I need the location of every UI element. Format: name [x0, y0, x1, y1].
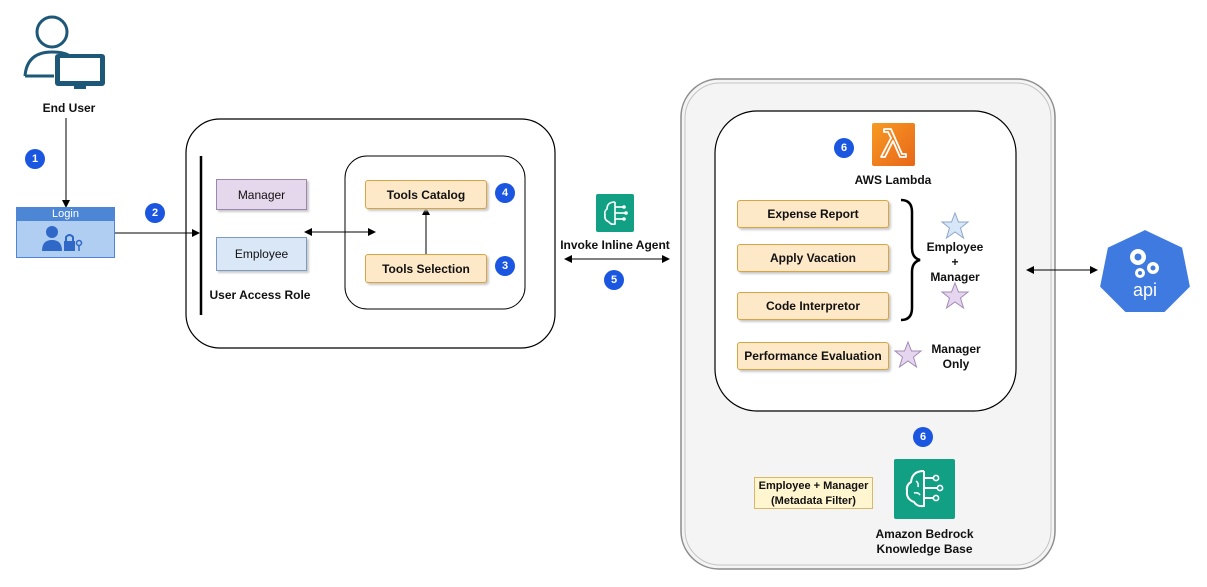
aws-lambda-label: AWS Lambda — [854, 173, 932, 187]
metadata-filter-line2: (Metadata Filter) — [771, 495, 856, 507]
aws-lambda-icon — [872, 123, 915, 166]
api-icon[interactable] — [1097, 227, 1193, 315]
user-lock-icon — [42, 226, 83, 251]
knowledge-base-label: Amazon Bedrock Knowledge Base — [858, 527, 991, 557]
step-badge-6-kb: 6 — [913, 427, 933, 447]
login-label: Login — [52, 208, 79, 220]
bedrock-agent-icon — [596, 194, 634, 232]
code-interpretor-box[interactable]: Code Interpretor — [737, 292, 889, 320]
grouping-brace — [900, 198, 921, 322]
tools-selection-box[interactable]: Tools Selection — [365, 254, 487, 283]
tools-catalog-box[interactable]: Tools Catalog — [365, 180, 487, 209]
invoke-inline-agent-label: Invoke Inline Agent — [560, 238, 670, 252]
step-badge-6-lambda: 6 — [834, 138, 854, 158]
step-badge-1: 1 — [25, 149, 45, 169]
step-badge-2: 2 — [145, 203, 165, 223]
access-line-manager: Manager — [930, 270, 980, 284]
employee-manager-access-label: Employee + Manager — [920, 240, 990, 285]
end-user-label: End User — [42, 101, 96, 115]
api-label: api — [1132, 280, 1158, 300]
step-badge-4: 4 — [495, 183, 515, 203]
access-line-manager-only-1: Manager — [931, 342, 981, 356]
star-icon — [893, 340, 923, 369]
manager-role-box[interactable]: Manager — [216, 179, 307, 210]
expense-report-box[interactable]: Expense Report — [737, 200, 889, 228]
step-badge-3: 3 — [495, 256, 515, 276]
knowledge-base-label-line2: Knowledge Base — [876, 542, 973, 556]
employee-role-box[interactable]: Employee — [216, 237, 307, 271]
access-line-plus: + — [951, 255, 959, 269]
performance-evaluation-box[interactable]: Performance Evaluation — [737, 342, 889, 370]
manager-only-access-label: Manager Only — [922, 342, 990, 372]
star-icon — [940, 211, 970, 240]
access-line-employee: Employee — [926, 240, 984, 254]
apply-vacation-box[interactable]: Apply Vacation — [737, 244, 889, 272]
login-box[interactable]: Login — [16, 207, 115, 258]
metadata-filter-box: Employee + Manager (Metadata Filter) — [754, 477, 873, 509]
star-icon — [940, 281, 970, 310]
bedrock-knowledge-base-icon — [894, 459, 955, 519]
step-badge-5: 5 — [604, 270, 624, 290]
user-access-role-label: User Access Role — [209, 288, 311, 302]
metadata-filter-line1: Employee + Manager — [758, 480, 869, 492]
login-title-bar: Login — [17, 208, 114, 221]
knowledge-base-label-line1: Amazon Bedrock — [875, 527, 974, 541]
access-line-manager-only-2: Only — [942, 357, 970, 371]
end-user-icon — [22, 14, 112, 90]
